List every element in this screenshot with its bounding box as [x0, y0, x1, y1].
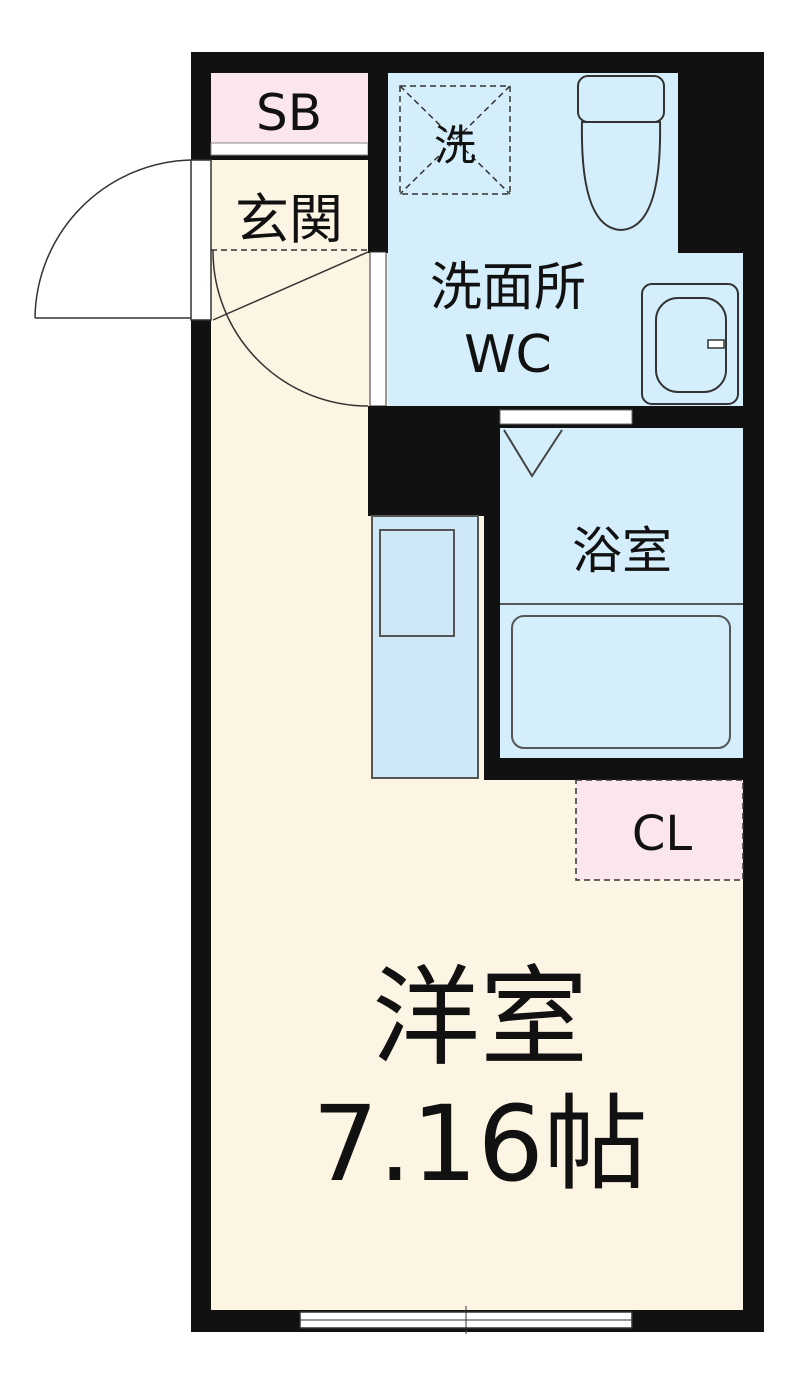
label-main-room-size: 7.16帖: [312, 1083, 648, 1205]
label-washer: 洗: [434, 121, 476, 170]
partition-wall: [368, 73, 388, 253]
genkan-floor: [211, 160, 368, 252]
label-genkan: 玄関: [235, 188, 343, 251]
washer-cross-1: [399, 85, 511, 195]
shoe-box-ledge: [210, 142, 369, 156]
interior-door-swing: [212, 249, 369, 407]
toilet: [577, 75, 665, 232]
washer-space: [399, 85, 511, 195]
bath-door-marker: [503, 429, 563, 478]
wall-block-column: [368, 406, 498, 516]
label-main-room: 洋室: [372, 956, 588, 1081]
entrance-door-frame: [190, 159, 212, 321]
interior-door-leaf: [212, 251, 369, 321]
shoe-box: [211, 73, 368, 143]
entrance-door-swing: [34, 159, 192, 319]
label-closet: CL: [632, 806, 693, 862]
bath-door-gap: [499, 409, 633, 425]
washbasin: [641, 283, 739, 405]
bathtub: [511, 615, 731, 749]
washroom-door: [369, 251, 387, 407]
kitchen-sink: [379, 529, 455, 637]
washer-cross-2: [399, 85, 511, 195]
label-bath: 浴室: [572, 522, 672, 580]
label-washroom: 洗面所: [430, 258, 586, 318]
wall-block-upper-right: [678, 73, 743, 253]
label-wc: WC: [464, 325, 552, 385]
closet: [575, 779, 744, 881]
label-sb: SB: [256, 84, 322, 142]
